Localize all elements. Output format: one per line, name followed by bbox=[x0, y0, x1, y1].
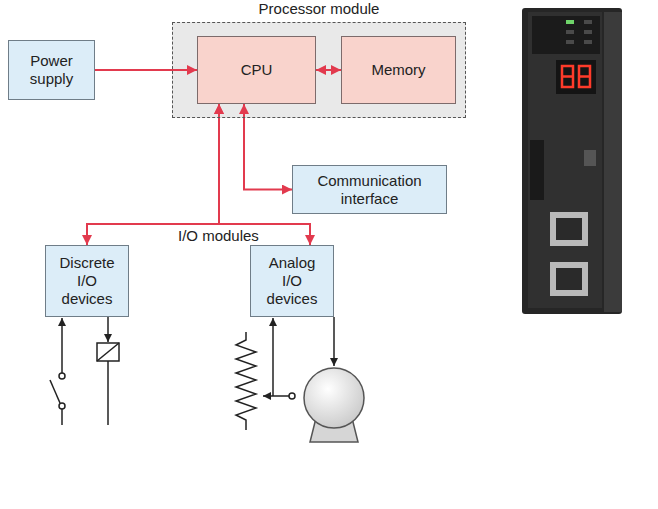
valve-symbol bbox=[97, 317, 119, 425]
signal-connector bbox=[244, 104, 292, 190]
usb-port bbox=[584, 150, 596, 166]
card-slot bbox=[530, 140, 544, 200]
module-frame: Processor moduleCPUMemory bbox=[172, 22, 466, 118]
ethernet-port bbox=[550, 212, 588, 246]
box-label: Power supply bbox=[16, 52, 88, 88]
box-label: CPU bbox=[241, 61, 273, 79]
display-window bbox=[556, 60, 596, 94]
plc-side bbox=[604, 12, 622, 312]
ethernet-port bbox=[550, 262, 588, 296]
switch-symbol bbox=[50, 318, 65, 425]
switch-contact bbox=[59, 373, 65, 379]
signal-arrow bbox=[107, 317, 109, 342]
valve-stem bbox=[107, 361, 109, 425]
box-label: Analog I/O devices bbox=[261, 254, 323, 308]
signal-connector bbox=[316, 69, 341, 71]
status-led bbox=[584, 20, 592, 24]
signal-arrow bbox=[272, 318, 274, 396]
led-panel bbox=[532, 16, 600, 54]
io-box: Discrete I/O devices bbox=[45, 245, 129, 317]
processor-box: CPU bbox=[197, 36, 316, 104]
plc-front bbox=[528, 12, 602, 308]
module-ground bbox=[172, 22, 466, 118]
interface-box: Communication interface bbox=[292, 165, 447, 214]
solenoid bbox=[97, 343, 119, 361]
signal-arrow bbox=[333, 317, 335, 366]
plc-photo bbox=[522, 8, 622, 314]
switch-contact bbox=[59, 403, 65, 409]
switch-blade bbox=[50, 380, 60, 403]
plc-body bbox=[522, 8, 622, 314]
signal-arrow bbox=[61, 318, 63, 373]
box-label: Discrete I/O devices bbox=[56, 254, 118, 308]
memory-box: Memory bbox=[341, 36, 456, 104]
motor-body bbox=[304, 368, 364, 428]
potentiometer-symbol bbox=[236, 318, 295, 430]
box-label: Communication interface bbox=[307, 172, 432, 208]
box-label: Memory bbox=[371, 61, 425, 79]
status-led bbox=[566, 30, 574, 34]
seven-segment bbox=[562, 66, 590, 87]
module-title: Processor module bbox=[153, 0, 485, 18]
status-led bbox=[566, 20, 574, 24]
ethernet-socket bbox=[556, 218, 582, 240]
bus-label: I/O modules bbox=[175, 227, 262, 245]
power-box: Power supply bbox=[8, 40, 95, 100]
io-box: Analog I/O devices bbox=[250, 245, 334, 317]
motor-symbol bbox=[304, 317, 364, 442]
switch-lead bbox=[61, 409, 63, 425]
signal-connector bbox=[95, 69, 197, 71]
signal-connector bbox=[87, 104, 219, 245]
wiper-terminal bbox=[289, 393, 295, 399]
status-led bbox=[566, 40, 574, 44]
status-led bbox=[584, 30, 592, 34]
ethernet-socket bbox=[556, 268, 582, 290]
resistor-zigzag bbox=[236, 332, 256, 430]
solenoid-mark bbox=[97, 343, 119, 361]
status-led bbox=[584, 40, 592, 44]
wiper-arrow bbox=[263, 395, 289, 397]
